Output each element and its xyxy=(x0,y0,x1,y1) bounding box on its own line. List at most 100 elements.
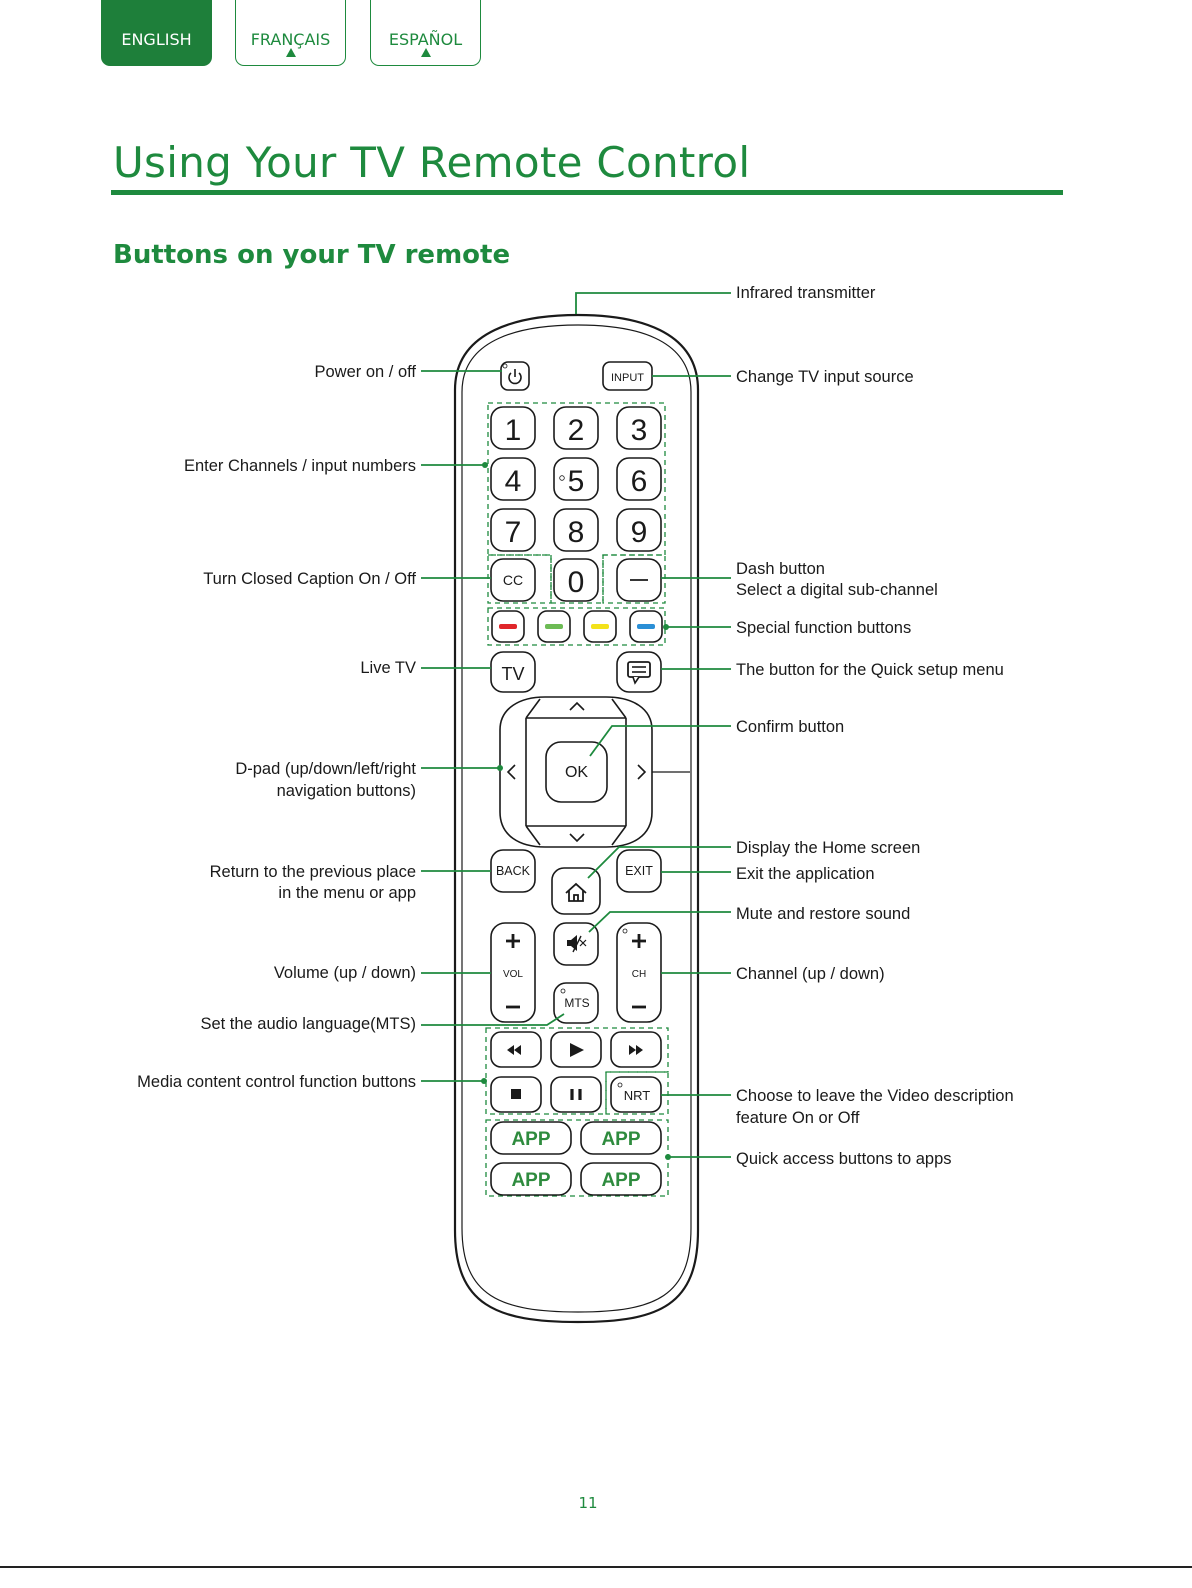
nrt-group xyxy=(605,1071,669,1115)
tab-english[interactable]: ENGLISH xyxy=(101,0,212,66)
mts-button-label: MTS xyxy=(564,996,589,1010)
tactile-dot xyxy=(617,1082,623,1088)
digit-5-label: 5 xyxy=(568,465,585,498)
digit-3-button[interactable] xyxy=(616,406,662,450)
tab-espanol[interactable]: ESPAÑOL xyxy=(370,0,481,66)
right-arrow-icon[interactable] xyxy=(637,764,647,780)
live-tv-button[interactable] xyxy=(490,651,536,693)
label-cc: Turn Closed Caption On / Off xyxy=(203,570,416,588)
label-back-line1: Return to the previous place xyxy=(209,863,416,881)
digit-0-button[interactable] xyxy=(553,558,599,602)
label-special: Special function buttons xyxy=(736,619,912,637)
live-tv-label: TV xyxy=(501,664,524,684)
nrt-button-label: NRT xyxy=(624,1088,651,1103)
app-button-2-label: APP xyxy=(601,1129,640,1150)
exit-button[interactable] xyxy=(616,849,662,893)
remote-body-inner xyxy=(461,324,692,1313)
digit-1-label: 1 xyxy=(505,414,522,447)
label-dash-line2: Select a digital sub-channel xyxy=(736,581,938,599)
down-arrow-icon[interactable] xyxy=(569,833,585,843)
digit-0-label: 0 xyxy=(568,566,585,599)
app-button-4-label: APP xyxy=(601,1170,640,1191)
triangle-up-icon xyxy=(285,48,296,57)
tactile-dot xyxy=(622,928,628,934)
plus-icon xyxy=(632,934,646,948)
label-quick-setup: The button for the Quick setup menu xyxy=(736,661,1004,679)
app-button-3[interactable] xyxy=(490,1162,572,1196)
app-button-2[interactable] xyxy=(580,1121,662,1155)
led-indicator xyxy=(502,363,508,369)
cc-button[interactable] xyxy=(490,558,536,602)
blue-key-bar xyxy=(637,624,655,629)
tab-english-label: ENGLISH xyxy=(121,30,192,49)
label-back-line2: in the menu or app xyxy=(278,884,416,902)
digit-9-label: 9 xyxy=(631,516,648,549)
pause-button[interactable] xyxy=(550,1076,602,1113)
vol-label: VOL xyxy=(503,969,523,980)
digit-buttons: 1 2 3 4 5 6 7 8 9 xyxy=(490,406,662,552)
fast-forward-icon xyxy=(629,1045,643,1055)
app-button-1-label: APP xyxy=(511,1129,550,1150)
label-media: Media content control function buttons xyxy=(137,1073,416,1091)
digit-7-button[interactable] xyxy=(490,508,536,552)
digit-4-button[interactable] xyxy=(490,457,536,501)
tactile-dot xyxy=(559,475,565,481)
input-button-label: INPUT xyxy=(611,372,644,384)
cc-group xyxy=(487,554,552,604)
digit-8-label: 8 xyxy=(568,516,585,549)
digit-2-label: 2 xyxy=(568,414,585,447)
label-channel: Channel (up / down) xyxy=(736,965,885,983)
yellow-key-bar xyxy=(591,624,609,629)
label-numbers: Enter Channels / input numbers xyxy=(183,457,416,475)
color-keys-group xyxy=(487,607,666,646)
exit-button-label: EXIT xyxy=(625,864,653,878)
digit-8-button[interactable] xyxy=(553,508,599,552)
label-dpad-line1: D-pad (up/down/left/right xyxy=(235,760,416,778)
page-number: 11 xyxy=(578,1494,598,1512)
digit-1-button[interactable] xyxy=(490,406,536,450)
dash-group xyxy=(602,554,666,604)
label-mute: Mute and restore sound xyxy=(736,905,911,923)
label-confirm: Confirm button xyxy=(736,718,845,736)
digit-2-button[interactable] xyxy=(553,406,599,450)
label-apps: Quick access buttons to apps xyxy=(736,1150,952,1168)
ok-button-label: OK xyxy=(565,764,588,781)
label-home: Display the Home screen xyxy=(736,839,921,857)
plus-icon xyxy=(506,934,520,948)
power-icon xyxy=(508,369,522,385)
mts-button[interactable] xyxy=(553,982,599,1024)
tactile-dot xyxy=(560,988,566,994)
green-key-bar xyxy=(545,624,563,629)
pause-icon xyxy=(570,1089,582,1100)
up-arrow-icon[interactable] xyxy=(569,701,585,711)
rewind-icon xyxy=(507,1045,521,1055)
callout-lines xyxy=(421,292,731,1160)
digit-4-label: 4 xyxy=(505,465,522,498)
label-live-tv: Live TV xyxy=(360,659,416,677)
tab-francais[interactable]: FRANÇAIS xyxy=(235,0,346,66)
tab-francais-label: FRANÇAIS xyxy=(250,30,331,49)
label-exit: Exit the application xyxy=(736,865,875,883)
label-dpad-line2: navigation buttons) xyxy=(276,782,416,800)
label-nrt-line2: feature On or Off xyxy=(736,1109,860,1127)
stop-icon xyxy=(511,1089,521,1099)
ch-label: CH xyxy=(632,969,646,980)
digit-3-label: 3 xyxy=(631,414,648,447)
digit-9-button[interactable] xyxy=(616,508,662,552)
app-button-3-label: APP xyxy=(511,1170,550,1191)
home-button[interactable] xyxy=(551,867,601,915)
label-volume: Volume (up / down) xyxy=(273,964,416,982)
play-icon xyxy=(570,1043,584,1057)
digit-6-label: 6 xyxy=(631,465,648,498)
bottom-border xyxy=(0,1566,1192,1568)
digit-5-button[interactable] xyxy=(553,457,599,501)
digit-6-button[interactable] xyxy=(616,457,662,501)
ok-button[interactable] xyxy=(545,741,608,803)
digit-7-label: 7 xyxy=(505,516,522,549)
app-button-4[interactable] xyxy=(580,1162,662,1196)
back-button-label: BACK xyxy=(496,864,531,878)
label-ir: Infrared transmitter xyxy=(736,284,876,302)
app-button-1[interactable] xyxy=(490,1121,572,1155)
left-arrow-icon[interactable] xyxy=(506,764,516,780)
